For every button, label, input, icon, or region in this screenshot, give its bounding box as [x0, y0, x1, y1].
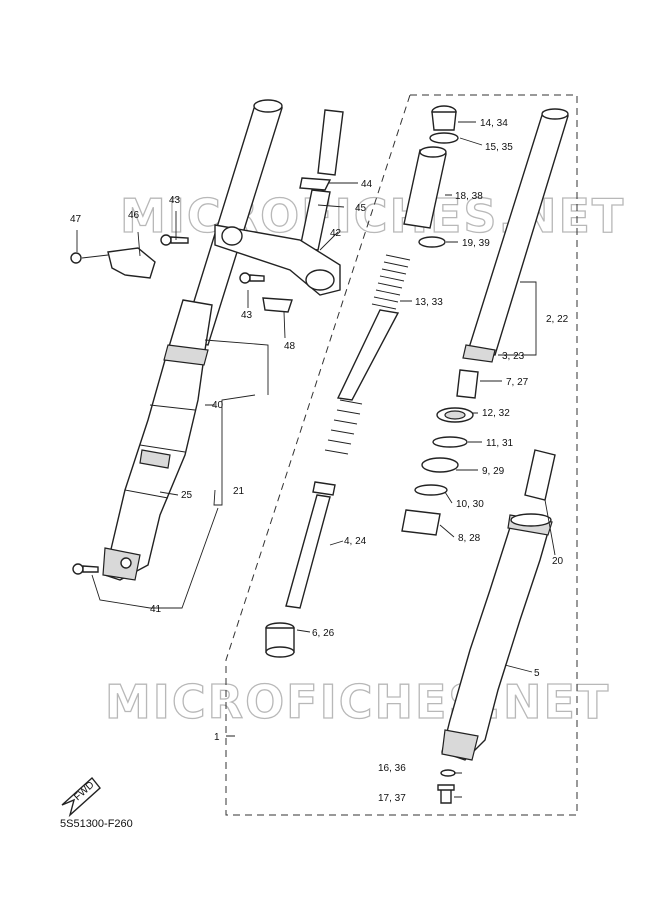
callout-9-29: 9, 29	[482, 466, 505, 477]
assembly-boundary	[225, 94, 578, 816]
callout-19-39: 19, 39	[462, 238, 490, 249]
inner-tube-2-22	[462, 108, 569, 363]
callout-4-24: 4, 24	[344, 536, 367, 547]
callout-46: 46	[128, 210, 140, 221]
rod-collar-6-26	[265, 622, 295, 658]
bushing-8-28	[401, 509, 441, 536]
steering-stem-clamp	[214, 109, 344, 313]
assembled-fork-leg	[102, 99, 283, 581]
callout-15-35: 15, 35	[485, 142, 513, 153]
callout-5: 5	[534, 668, 540, 679]
callout-8-28: 8, 28	[458, 533, 481, 544]
bolt-41	[72, 563, 99, 575]
callout-43-top: 43	[169, 195, 181, 206]
bolt-43-top	[160, 234, 189, 246]
forward-arrow-icon: FWD	[61, 776, 101, 818]
callout-45: 45	[355, 203, 367, 214]
callout-2-22: 2, 22	[546, 314, 569, 325]
callout-11-31: 11, 31	[486, 438, 513, 449]
clip-11-31	[432, 436, 468, 448]
callout-42: 42	[330, 228, 342, 239]
callout-25: 25	[181, 490, 193, 501]
outer-tube-5	[441, 513, 553, 761]
guard-20	[524, 449, 556, 501]
callout-3-23: 3, 23	[502, 351, 525, 362]
callout-10-30: 10, 30	[456, 499, 484, 510]
o-ring-15-35	[429, 132, 459, 144]
dust-seal-9-29	[421, 457, 459, 473]
callout-6-26: 6, 26	[312, 628, 335, 639]
callout-16-36: 16, 36	[378, 763, 406, 774]
callout-18-38: 18, 38	[455, 191, 483, 202]
spacer-tube-18-38	[403, 146, 447, 229]
drain-bolt-17-37	[437, 784, 455, 804]
callout-47: 47	[70, 214, 82, 225]
gasket-16-36	[440, 769, 456, 777]
callout-43-bottom: 43	[241, 310, 253, 321]
diagram-code: 5S51300-F260	[60, 818, 133, 830]
callout-12-32: 12, 32	[482, 408, 510, 419]
watermark-bottom: MICROFICHES.NET	[105, 675, 610, 729]
callout-13-33: 13, 33	[415, 297, 443, 308]
callout-44: 44	[361, 179, 373, 190]
callout-1: 1	[214, 732, 220, 743]
slide-bushing-7-27	[456, 369, 479, 399]
callout-21: 21	[233, 486, 245, 497]
callout-41: 41	[150, 604, 162, 615]
callout-14-34: 14, 34	[480, 118, 508, 129]
callout-48: 48	[284, 341, 296, 352]
washer-10-30	[414, 484, 448, 496]
callout-7-27: 7, 27	[506, 377, 529, 388]
oil-seal-12-32	[436, 407, 474, 423]
fork-spring	[324, 254, 411, 455]
callout-20: 20	[552, 556, 564, 567]
cap-bolt-14-34	[431, 105, 457, 131]
callout-17-37: 17, 37	[378, 793, 406, 804]
reflector-bracket	[70, 247, 156, 279]
washer-19-39	[418, 236, 446, 248]
watermark-top: MICROFICHES.NET	[120, 189, 625, 243]
damper-rod	[285, 481, 336, 609]
callout-40: 40	[212, 400, 224, 411]
bolt-43-bottom	[239, 272, 265, 284]
leader-lines	[76, 121, 556, 798]
